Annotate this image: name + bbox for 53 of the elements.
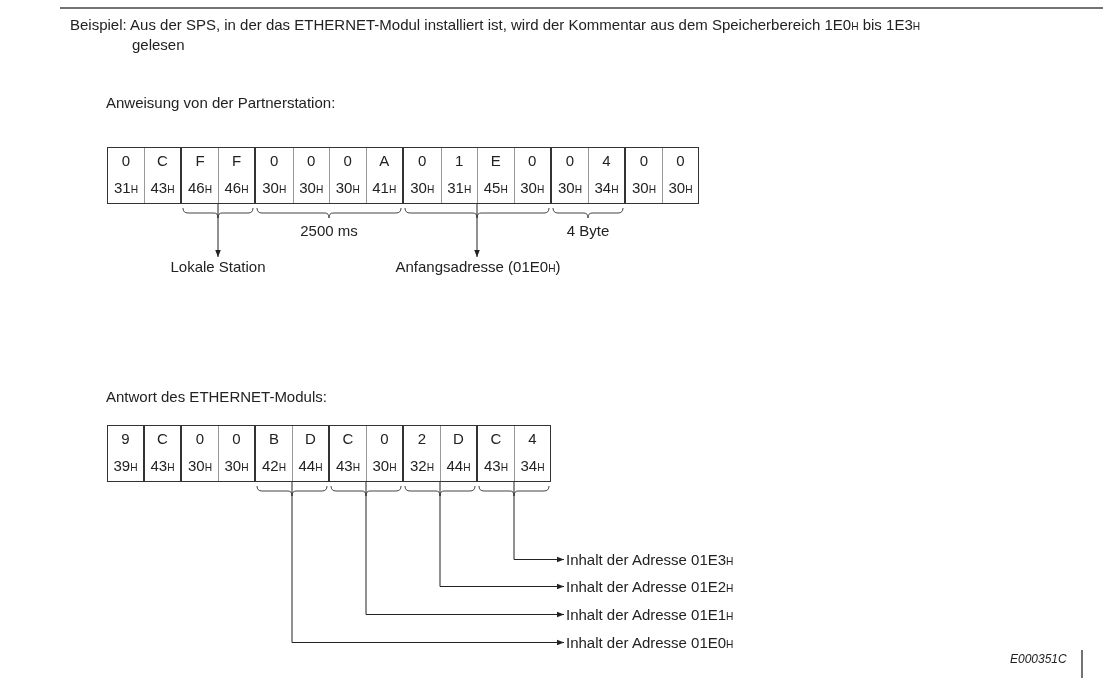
arrow: [439, 481, 565, 590]
section-heading: Antwort des ETHERNET-Moduls:: [106, 388, 327, 405]
data-field: [107, 147, 181, 204]
character: 0: [638, 151, 650, 171]
character: 0: [120, 151, 132, 171]
character: 1: [440, 148, 477, 175]
arrow: [291, 481, 565, 646]
arrow: [513, 481, 565, 563]
character: 0: [329, 148, 366, 175]
data-field: [181, 425, 255, 482]
character: 0: [194, 429, 206, 449]
callout-text: Lokale Station: [170, 258, 266, 275]
character: F: [218, 148, 254, 175]
character: 2: [416, 429, 428, 449]
data-field: [403, 425, 477, 482]
character: 0: [366, 426, 402, 453]
section-heading: Anweisung von der Partnerstation:: [106, 94, 336, 111]
character: 0: [292, 148, 329, 175]
character: 0: [218, 426, 254, 453]
character: C: [489, 429, 503, 449]
data-field: [255, 425, 329, 482]
arrow: [474, 203, 480, 258]
character: 0: [513, 148, 550, 175]
character: 4: [588, 148, 624, 175]
field-annotation: 4 Byte: [566, 222, 610, 239]
data-field: [255, 147, 403, 204]
character: B: [268, 429, 280, 449]
character: A: [365, 148, 402, 175]
character: C: [144, 148, 180, 175]
character: 0: [564, 151, 576, 171]
arrow: [365, 481, 565, 618]
character: F: [194, 151, 206, 171]
character: 4: [514, 426, 550, 453]
character: C: [341, 429, 355, 449]
data-field: [551, 147, 625, 204]
data-field: [625, 147, 699, 204]
figure-code: E000351C: [1010, 652, 1067, 666]
character: 0: [269, 151, 280, 171]
character: C: [156, 429, 169, 449]
data-field: [403, 147, 551, 204]
data-field: [329, 425, 403, 482]
character: E: [477, 148, 514, 175]
data-field: [144, 425, 181, 482]
data-field: [477, 425, 551, 482]
character: D: [292, 426, 328, 453]
character: 9: [120, 429, 131, 449]
data-field: [107, 425, 144, 482]
arrow: [215, 203, 221, 258]
data-field: [181, 147, 255, 204]
character: 0: [417, 151, 428, 171]
character: 0: [662, 148, 698, 175]
field-annotation: 2500 ms: [300, 222, 358, 239]
character: D: [440, 426, 476, 453]
